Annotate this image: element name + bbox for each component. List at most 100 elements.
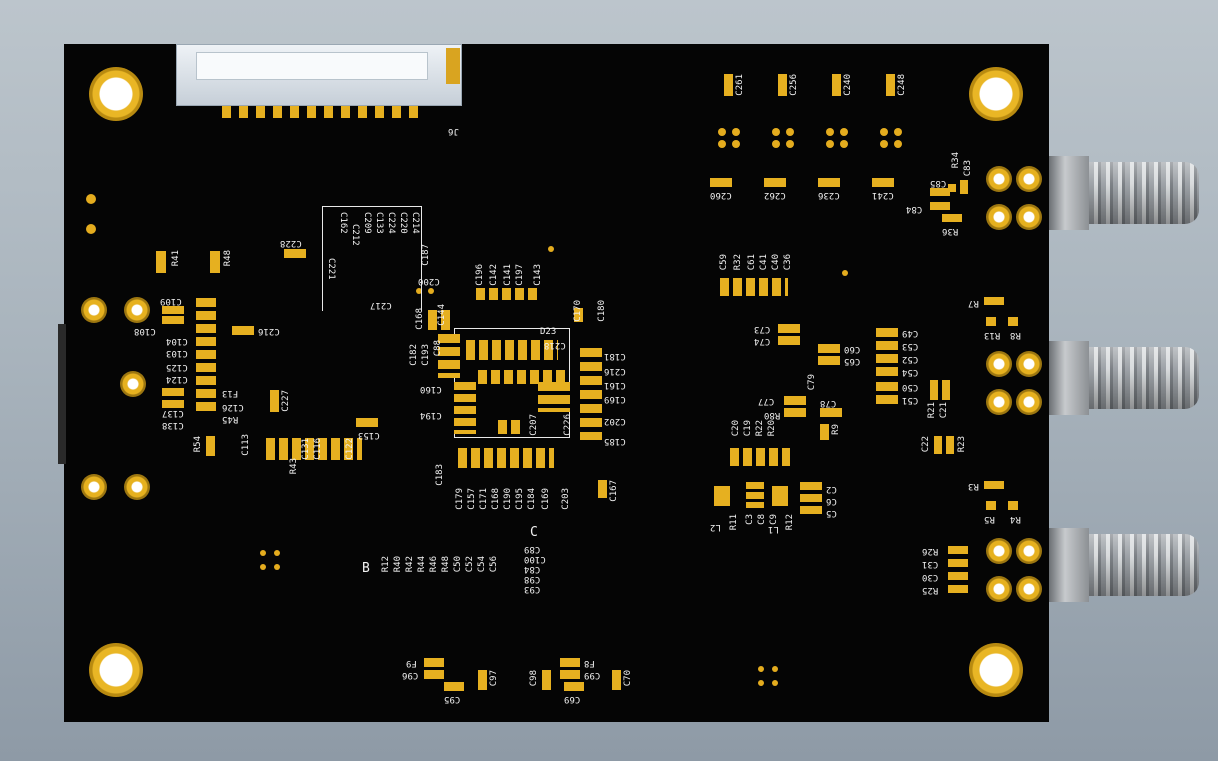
ic-vert-label-2: C142	[489, 264, 499, 286]
j6-pin	[358, 106, 367, 118]
c83-pad	[960, 180, 968, 194]
left-edge-notch	[58, 324, 66, 464]
ic-pad-row-mid	[478, 370, 568, 384]
c60-label: C60	[844, 344, 861, 354]
c153-pad	[356, 418, 378, 427]
c60-pad	[818, 344, 840, 353]
ic-pad-row-top	[466, 340, 558, 360]
r7-label: R7	[968, 298, 979, 308]
f9-label: F9	[406, 658, 417, 668]
c20-label: C20	[731, 420, 741, 437]
ic-left-label-2: C144	[437, 304, 447, 326]
c78-label: C78	[820, 398, 837, 408]
ic-right-label-6: C169	[604, 394, 626, 404]
j6-pin	[375, 106, 384, 118]
c22-label: C22	[921, 436, 931, 453]
group-c-label-5: C93	[524, 584, 541, 594]
sma-shade	[1089, 347, 1199, 409]
ic-pad-col-right	[580, 348, 602, 440]
j6-pin	[273, 106, 282, 118]
sma3-pad	[986, 576, 1012, 602]
c122-label: C122	[345, 438, 355, 460]
via	[826, 128, 834, 136]
left-header-pad-2	[124, 297, 150, 323]
c167-label: C167	[609, 480, 619, 502]
c227-label: C227	[281, 390, 291, 412]
group-c-label-3: C84	[524, 564, 541, 574]
c228-pad	[284, 249, 306, 258]
mid-block-label-2: C212	[350, 224, 360, 246]
ic-bottom-label-4: C168	[491, 488, 501, 510]
mid-block-label-6: C220	[398, 212, 408, 234]
ic-vert-label-1: C196	[475, 264, 485, 286]
r36-pad	[942, 214, 962, 222]
r80-label: R80	[764, 410, 781, 420]
c98-pad	[542, 670, 551, 690]
c96-pad	[424, 670, 444, 679]
r36-label: R36	[942, 226, 959, 236]
sma2-pad	[986, 351, 1012, 377]
j6-pin	[324, 106, 333, 118]
c85-pad	[930, 188, 950, 196]
c83-label: C83	[963, 160, 973, 177]
f9-pad	[424, 658, 444, 667]
ic-left-label-5: C88	[433, 340, 443, 357]
c103-label: C103	[166, 348, 188, 358]
r80-pad	[784, 408, 806, 417]
sma-connector-top	[1049, 156, 1199, 230]
via	[732, 128, 740, 136]
c65-label: C65	[844, 356, 861, 366]
c256-label: C256	[789, 74, 799, 96]
ic-left-label-7: C194	[420, 410, 442, 420]
mid-block-label-10: C200	[418, 276, 440, 286]
c49-label: C49	[902, 328, 919, 338]
left-header-pad-4	[81, 474, 107, 500]
right-mid2-pad-row	[730, 448, 790, 466]
ic-left-label-4: C193	[421, 344, 431, 366]
l1-pad	[772, 486, 788, 506]
c99-label: C99	[584, 670, 601, 680]
ic-bottom-label-9: C203	[561, 488, 571, 510]
c54-label: C54	[902, 367, 919, 377]
group-b-label-4: R44	[417, 556, 427, 573]
c98-label: C98	[529, 670, 539, 687]
c77-pad	[784, 396, 806, 405]
c97-label: C97	[489, 670, 499, 687]
c54-pad	[876, 367, 898, 376]
r32-label: R32	[733, 254, 743, 271]
j6-connector	[176, 44, 462, 106]
r21-c21-pad	[930, 380, 950, 400]
c227-pad	[270, 390, 279, 412]
c109-pad	[162, 306, 184, 324]
c3-label: C3	[745, 514, 755, 525]
c51-pad	[876, 395, 898, 404]
r4-label: R4	[1010, 514, 1021, 524]
ic-right-label-11: C218	[544, 340, 566, 350]
ic-bottom-label-3: C171	[479, 488, 489, 510]
sma2-pad	[1016, 351, 1042, 377]
c228-label: C228	[280, 238, 302, 248]
via	[880, 128, 888, 136]
r13-pad	[986, 317, 996, 326]
mid-block-label-11: C217	[370, 300, 392, 310]
left-header-pad-3	[120, 371, 146, 397]
left-col-pads	[196, 298, 216, 414]
group-c-label-1: C89	[524, 544, 541, 554]
r8-label: R8	[1010, 330, 1021, 340]
c153-label: C153	[358, 430, 380, 440]
c19-label: C19	[743, 420, 753, 437]
sma3-pad	[1016, 538, 1042, 564]
c240-pad	[832, 74, 841, 96]
pcb-board: J6 C261 C256 C240 C248 C260 C262 C236 C2…	[58, 44, 1049, 722]
via	[772, 666, 778, 672]
via	[772, 140, 780, 148]
ic-right-label-4: C216	[604, 366, 626, 376]
f13-label: F13	[222, 388, 239, 398]
group-c-label-4: C98	[524, 574, 541, 584]
r45-label: R45	[222, 414, 239, 424]
right-low-pad-a	[746, 482, 764, 508]
c50-pad	[876, 382, 898, 391]
group-c-label-2: C100	[524, 554, 546, 564]
ic-bottom-label-2: C157	[467, 488, 477, 510]
c95-pad	[444, 682, 464, 691]
